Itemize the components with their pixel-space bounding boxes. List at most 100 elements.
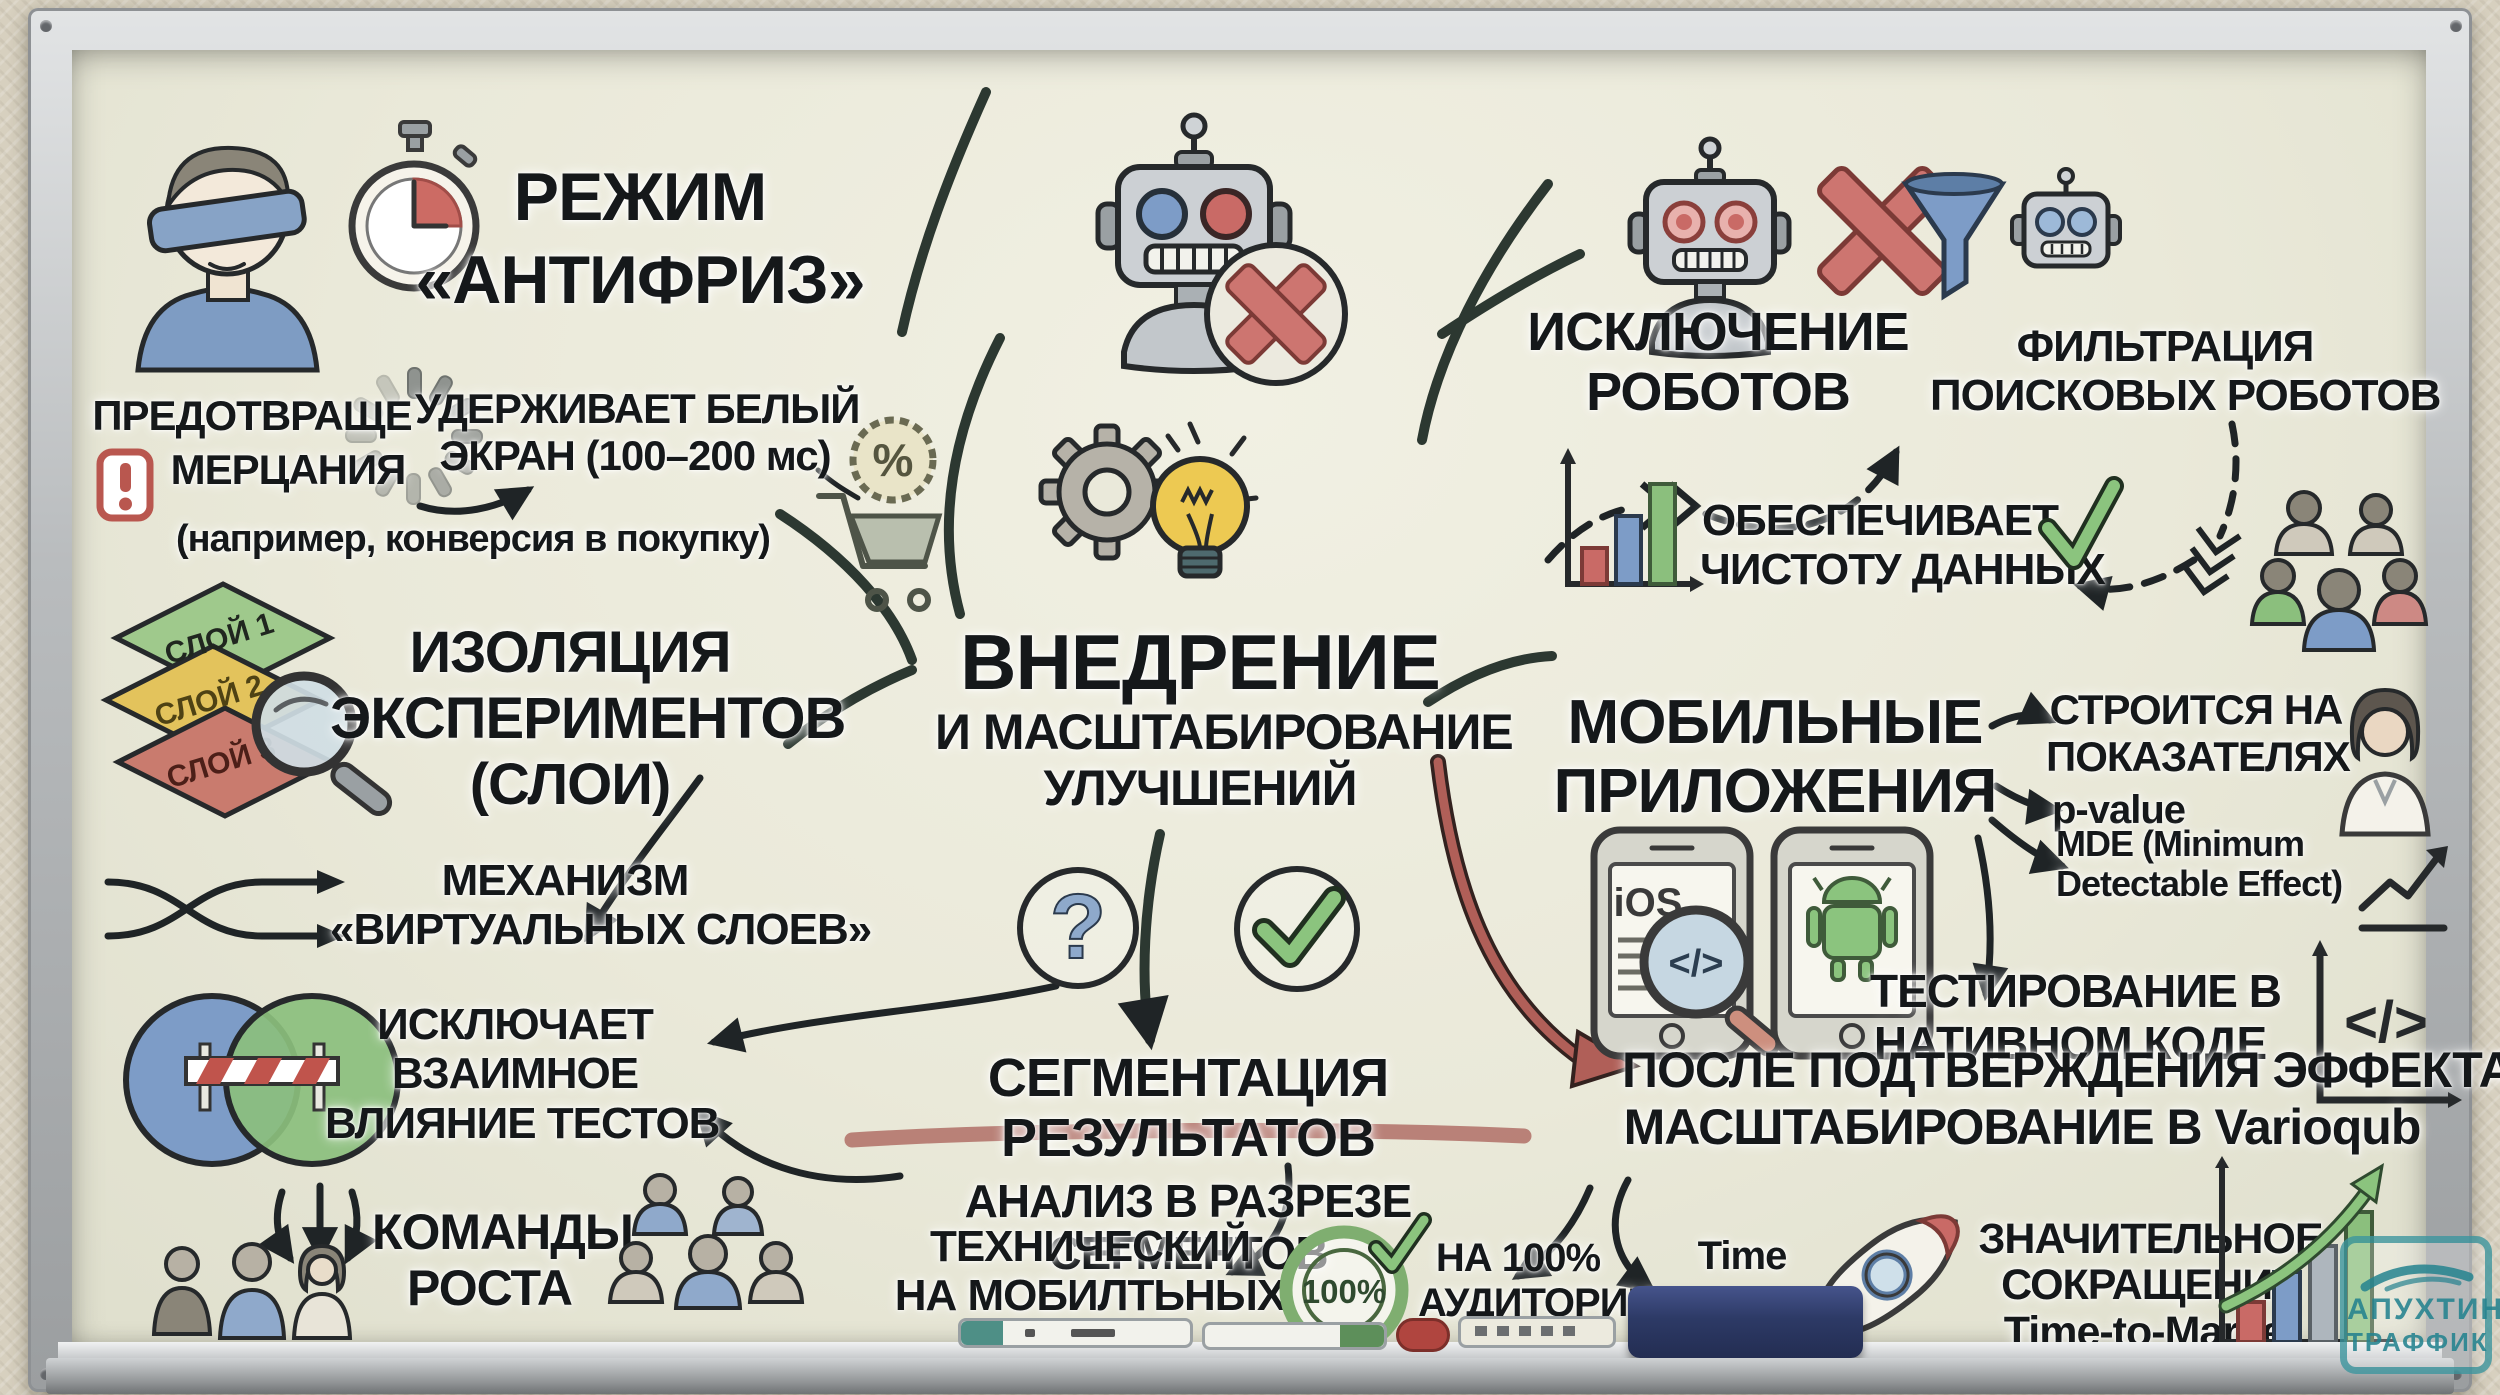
- magnifier-icon: [251, 671, 393, 817]
- hundred-percent-badge: 100%: [1279, 1212, 1432, 1355]
- main-title: ВНЕДРЕНИЕ И МАСШТАБИРОВАНИЕ УЛУЧШЕНИЙ: [935, 618, 1514, 817]
- filter-line1: ФИЛЬТРАЦИЯ: [2016, 322, 2315, 371]
- arrow-to-excludes-bottom: [695, 1108, 904, 1183]
- question-circle-icon: ?: [1017, 867, 1139, 989]
- reduce-line1: ЗНАЧИТЕЛЬНОЕ: [1978, 1215, 2323, 1263]
- isolation-title-line1: ИЗОЛЯЦИЯ: [409, 620, 731, 685]
- watermark-logo: АПУХТИН ТРАФФИК: [2340, 1236, 2500, 1374]
- split-paths-icon: [104, 870, 345, 948]
- stopwatch-icon: [348, 120, 480, 292]
- teams-label: КОМАНДЫ РОСТА: [372, 1204, 634, 1316]
- tray-rail: [46, 1358, 2454, 1394]
- watermark-swoosh: [2360, 1264, 2474, 1292]
- audience-label: НА 100% АУДИТОРИИ: [1418, 1236, 1656, 1326]
- mobile-title-line1: МОБИЛЬНЫЕ: [1567, 688, 1984, 757]
- robot-blocked-icon: [1095, 112, 1293, 374]
- marker-pen: [1458, 1316, 1616, 1348]
- mde-line2: Detectable Effect): [2056, 863, 2343, 905]
- holds-line1: УДЕРЖИВАЕТ БЕЛЫЙ: [415, 385, 860, 432]
- feather-stroke: [1423, 651, 1557, 707]
- android-figure: [1806, 876, 1898, 982]
- code-chart-icon: </>: [2312, 940, 2462, 1108]
- frame-screw: [40, 20, 52, 32]
- robot-exclusion-line1: ИСКЛЮЧЕНИЕ: [1527, 302, 1909, 362]
- excludes-label: ИСКЛЮЧАЕТ ВЗАИМНОЕ ВЛИЯНИЕ ТЕСТОВ: [325, 1000, 720, 1148]
- dashed-flow-down: [2216, 420, 2240, 540]
- paren-to-cart-link: [815, 467, 861, 501]
- robot-exclusion-title: ИСКЛЮЧЕНИЕ РОБОТОВ: [1518, 302, 1918, 423]
- dashed-flow-left: [1544, 504, 1634, 564]
- marker-cap: [1340, 1325, 1384, 1347]
- percent-glyph: %: [873, 434, 914, 486]
- holds-white-screen: УДЕРЖИВАЕТ БЕЛЫЙ ЭКРАН (100–200 мс): [415, 385, 860, 480]
- feather-stroke: [783, 665, 917, 749]
- native-line1: ТЕСТИРОВАНИЕ В: [1870, 965, 2282, 1017]
- marker-cap: [961, 1321, 1003, 1345]
- holds-line2: ЭКРАН (100–200 мс): [439, 432, 831, 480]
- watermark-line2: ТРАФФИК: [2347, 1326, 2489, 1357]
- main-title-line2: И МАСШТАБИРОВАНИЕ: [935, 703, 1514, 760]
- red-arrow: [1433, 757, 1585, 1063]
- teams-line1: КОМАНДЫ: [372, 1204, 634, 1260]
- arrow-to-excludes-top: [706, 982, 1060, 1053]
- red-underline: [844, 1122, 1532, 1148]
- isolation-title-line3: (СЛОИ): [469, 752, 672, 818]
- frame-screw: [2450, 20, 2462, 32]
- mde-line1: MDE (Minimum: [2056, 823, 2305, 864]
- built-line1: СТРОИТСЯ НА: [2049, 686, 2344, 733]
- antifreeze-title: РЕЖИМ «АНТИФРИЗ»: [395, 156, 885, 322]
- audience-line1: НА 100%: [1435, 1236, 1601, 1280]
- technical-line2: НА МОБИЛТЬНЫХ: [894, 1271, 1286, 1321]
- people-group-icon: [607, 1173, 805, 1310]
- excludes-line1: ИСКЛЮЧАЕТ: [377, 1000, 654, 1049]
- marker-dot: [1025, 1329, 1035, 1337]
- built-on-metrics-label: СТРОИТСЯ НА ПОКАЗАТЕЛЯХ: [2046, 686, 2351, 781]
- pvalue-label: p-value: [2052, 788, 2186, 832]
- filter-line2: ПОИСКОВЫХ РОБОТОВ: [1930, 371, 2441, 421]
- antifreeze-title-line2: «АНТИФРИЗ»: [415, 241, 865, 318]
- technical-line1: ТЕХНИЧЕСКИЙ: [929, 1222, 1251, 1271]
- isolation-title: ИЗОЛЯЦИЯ ЭКСПЕРИМЕНТОВ (СЛОИ): [330, 620, 846, 818]
- prevent-flicker-line2: МЕРЦАНИЯ: [170, 446, 407, 493]
- mechanism-line2: «ВИРТУАЛЬНЫХ СЛОЕВ»: [330, 905, 872, 955]
- feather-stroke: [1437, 249, 1585, 339]
- gear-lightbulb-icon: [1038, 421, 1259, 579]
- hundred-percent-text: 100%: [1302, 1273, 1386, 1310]
- technical-label: ТЕХНИЧЕСКИЙ НА МОБИЛТЬНЫХ: [865, 1222, 1315, 1321]
- native-code-label: ТЕСТИРОВАНИЕ В НАТИВНОМ КОДЕ: [1870, 965, 2282, 1069]
- isolation-title-line2: ЭКСПЕРИМЕНТОВ: [330, 686, 846, 752]
- main-title-line1: ВНЕДРЕНИЕ: [960, 618, 1441, 706]
- trend-up-icon: [2358, 846, 2448, 932]
- mobile-apps-title: МОБИЛЬНЫЕ ПРИЛОЖЕНИЯ: [1545, 688, 2005, 827]
- marker-pen: [958, 1318, 1193, 1348]
- dashed-flow-to-check: [2073, 556, 2198, 611]
- arrow-mobile-to-mde: [1988, 816, 2069, 874]
- excludes-line3: ВЛИЯНИЕ ТЕСТОВ: [325, 1098, 720, 1148]
- analyst-woman-icon: [2339, 687, 2431, 837]
- conversion-example: (например, конверсия в покупку): [176, 518, 771, 560]
- green-check-icon: [2038, 476, 2124, 570]
- built-line2: ПОКАЗАТЕЛЯХ: [2046, 733, 2351, 781]
- code-glyph: </>: [2344, 990, 2428, 1055]
- mobile-title-line2: ПРИЛОЖЕНИЯ: [1553, 757, 1998, 827]
- chevron-triple: [2183, 526, 2242, 597]
- arrow-teams-small: [258, 1188, 295, 1264]
- blocked-x-badge: [1204, 242, 1348, 386]
- arrow-mobile-to-built: [1988, 691, 2057, 730]
- blindfolded-person-icon: [135, 145, 320, 373]
- watermark-line1: АПУХТИН: [2347, 1293, 2500, 1326]
- confirm-line2: МАСШТАБИРОВАНИЕ В Varioqub: [1623, 1099, 2422, 1155]
- feather-stroke: [943, 333, 1005, 619]
- marker-mark: [1071, 1329, 1115, 1337]
- arrow-to-technical: [1225, 1162, 1293, 1276]
- main-title-line3: УЛУЧШЕНИЙ: [1043, 760, 1357, 817]
- arrow-teams-small: [344, 1188, 378, 1265]
- android-phone-icon: [1770, 826, 1934, 1060]
- filter-robots-label: ФИЛЬТРАЦИЯ ПОИСКОВЫХ РОБОТОВ: [1930, 322, 2441, 421]
- prevent-flicker-line1: ПРЕДОТВРАЩЕ: [92, 392, 412, 439]
- feather-stroke: [1417, 179, 1553, 445]
- teams-line2: РОСТА: [407, 1260, 573, 1316]
- mechanism-label: МЕХАНИЗМ «ВИРТУАЛЬНЫХ СЛОЕВ»: [330, 856, 872, 955]
- marker-cap-red: [1396, 1318, 1450, 1352]
